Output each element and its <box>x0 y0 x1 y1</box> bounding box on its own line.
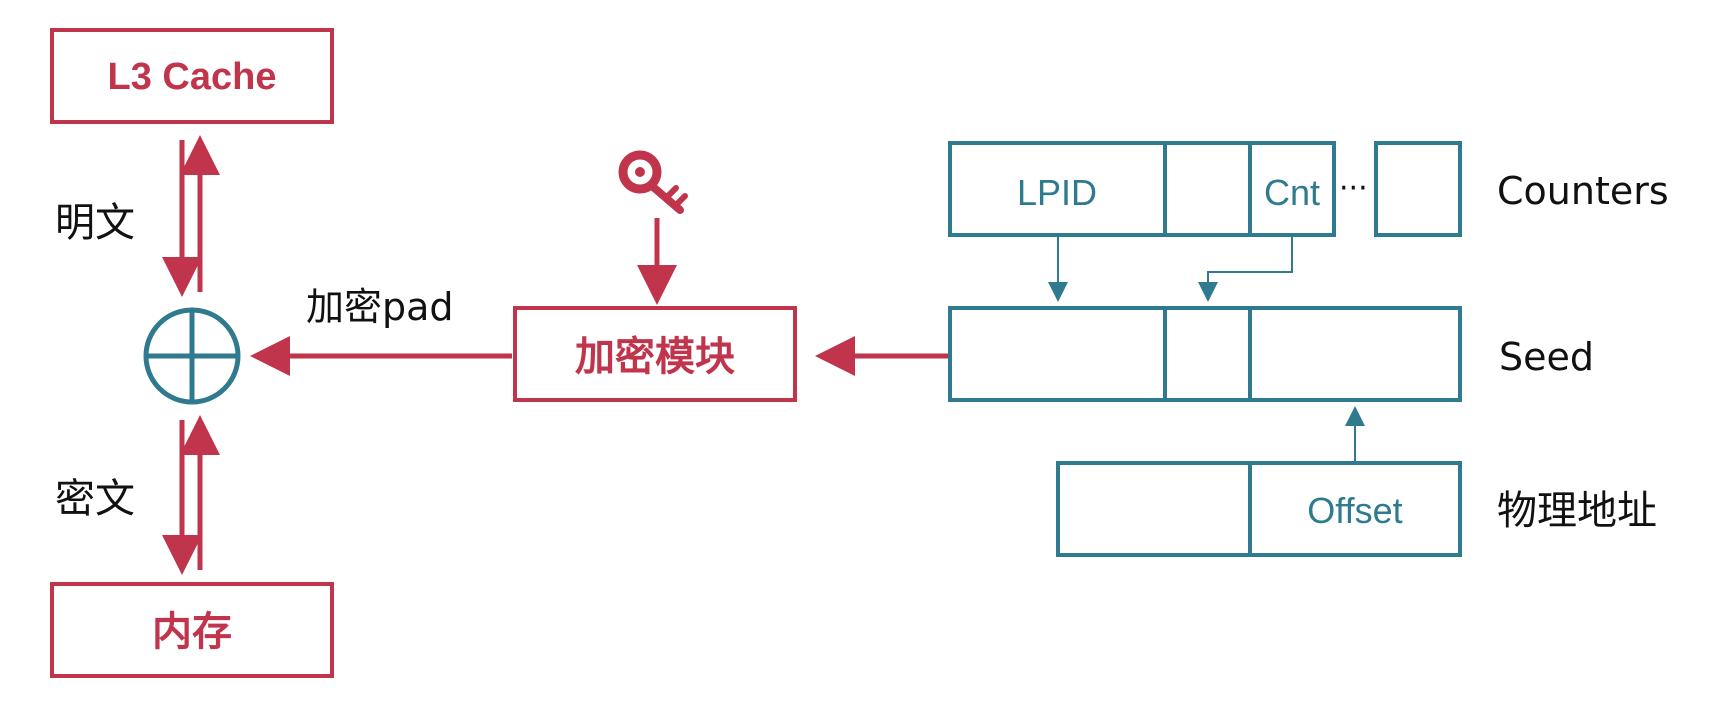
encryption-module-label: 加密模块 <box>575 335 735 379</box>
memory-label: 内存 <box>152 610 232 654</box>
physical-address-label: 物理地址 <box>1497 488 1657 534</box>
seed-field-right <box>1248 306 1462 402</box>
counter-extra-field <box>1374 141 1462 237</box>
l3-cache-box <box>50 28 334 124</box>
memory-box <box>50 582 334 678</box>
l3-cache-label: L3 Cache <box>108 56 277 98</box>
counters-row-label: Counters <box>1497 169 1669 213</box>
counter-blank-field <box>1163 141 1252 237</box>
encryption-module-box <box>513 306 797 402</box>
seed-row-label: Seed <box>1499 335 1594 379</box>
offset-field <box>1248 461 1462 557</box>
key-icon <box>618 150 688 214</box>
encryption-pad-label: 加密pad <box>306 285 454 329</box>
address-field-left <box>1056 461 1252 557</box>
seed-field-left <box>948 306 1167 402</box>
lpid-field <box>948 141 1167 237</box>
xor-circle-icon <box>143 307 241 405</box>
cnt-field <box>1248 141 1336 237</box>
ciphertext-label: 密文 <box>55 476 135 522</box>
cnt-label: Cnt <box>1264 172 1320 213</box>
counters-ellipsis: ··· <box>1339 171 1368 206</box>
lpid-label: LPID <box>1017 172 1097 213</box>
seed-field-middle <box>1163 306 1252 402</box>
plaintext-label: 明文 <box>55 200 135 246</box>
cnt-to-seed-connector <box>1198 237 1293 302</box>
offset-label: Offset <box>1307 490 1402 531</box>
